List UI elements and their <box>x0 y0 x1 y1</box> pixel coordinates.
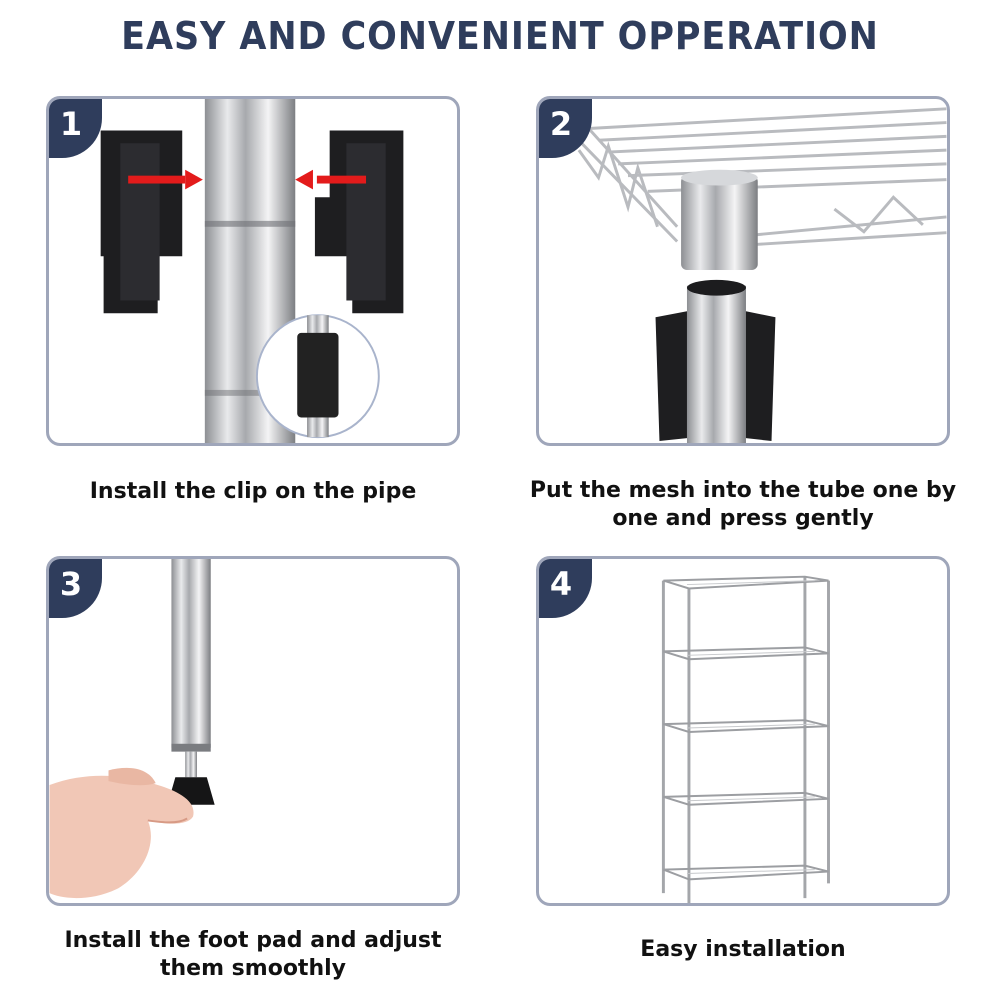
page-title: EASY AND CONVENIENT OPPERATION <box>121 14 879 58</box>
step-1-panel: 1 <box>46 96 460 446</box>
step-4-caption: Easy installation <box>640 937 846 962</box>
foot-pad-icon <box>49 559 215 899</box>
step-1-badge: 1 <box>49 99 102 158</box>
step-1-caption: Install the clip on the pipe <box>89 479 417 504</box>
step-3-panel: 3 <box>46 556 460 906</box>
step-2-panel: 2 <box>536 96 950 446</box>
step-2-caption: Put the mesh into the tube one by one an… <box>529 478 957 531</box>
step-3-caption: Install the foot pad and adjust them smo… <box>64 928 442 981</box>
step-4-badge: 4 <box>539 559 592 618</box>
wire-shelving-unit-icon <box>661 575 830 903</box>
shelf-sleeve-icon <box>575 107 947 443</box>
clip-and-pipe-icon <box>100 99 404 443</box>
step-4-panel: 4 <box>536 556 950 906</box>
